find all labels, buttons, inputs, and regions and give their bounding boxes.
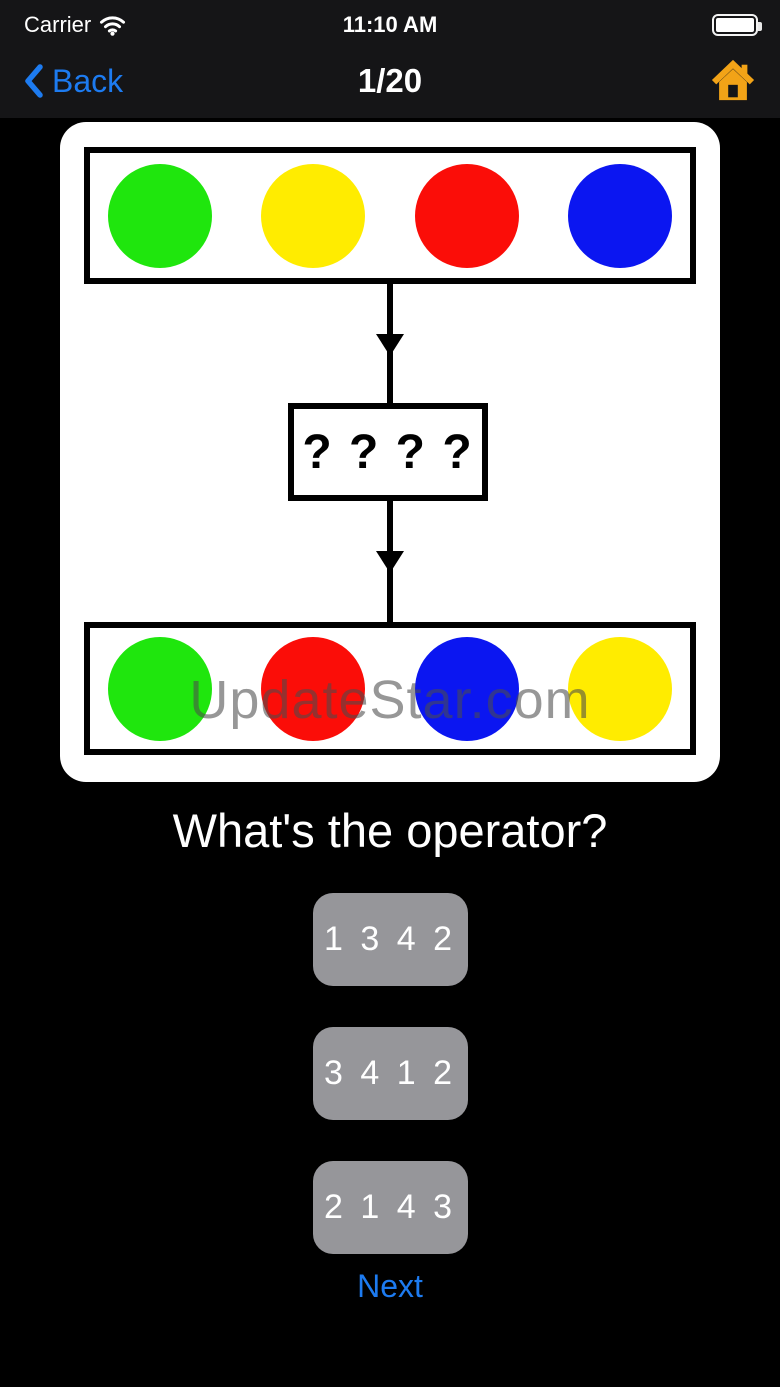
option-button-1[interactable]: 1 3 4 2 bbox=[312, 893, 468, 986]
back-label: Back bbox=[52, 62, 124, 99]
circle-green bbox=[108, 636, 212, 741]
question-text: What's the operator? bbox=[172, 804, 608, 857]
back-button[interactable]: Back bbox=[24, 62, 123, 100]
carrier-label: Carrier bbox=[24, 12, 92, 37]
circle-red bbox=[261, 636, 366, 741]
option-button-3[interactable]: 2 1 4 3 bbox=[312, 1161, 468, 1254]
circle-blue bbox=[414, 636, 519, 741]
battery-fill bbox=[716, 18, 754, 32]
clock: 11:10 AM bbox=[342, 12, 438, 37]
nav-bar: Back 1/20 bbox=[0, 44, 780, 118]
status-bar: Carrier 11:10 AM bbox=[0, 0, 780, 44]
arrow-down-icon bbox=[376, 501, 404, 623]
option-button-2[interactable]: 3 4 1 2 bbox=[312, 1027, 468, 1120]
wifi-icon bbox=[100, 15, 126, 36]
output-row-box bbox=[84, 622, 696, 755]
chevron-left-icon bbox=[25, 64, 43, 98]
battery-nub bbox=[758, 22, 762, 31]
circle-green bbox=[108, 163, 212, 268]
operator-box: ? ? ? ? bbox=[288, 403, 488, 501]
home-button[interactable] bbox=[710, 56, 756, 106]
carrier-group: Carrier bbox=[24, 12, 126, 38]
puzzle-card: ? ? ? ? UpdateStar.com bbox=[60, 122, 720, 782]
battery-icon bbox=[712, 14, 762, 36]
arrow-down-icon bbox=[376, 284, 404, 403]
circle-yellow bbox=[567, 636, 672, 741]
operator-label: ? ? ? ? bbox=[302, 425, 474, 479]
input-row-box bbox=[84, 147, 696, 284]
circle-red bbox=[414, 163, 519, 268]
next-button[interactable]: Next bbox=[357, 1268, 423, 1304]
answer-options: 1 3 4 2 3 4 1 2 2 1 4 3 bbox=[0, 893, 780, 1254]
top-bars: Carrier 11:10 AM Back 1/2 bbox=[0, 0, 780, 118]
home-icon bbox=[711, 59, 755, 101]
circle-yellow bbox=[261, 163, 366, 268]
circle-blue bbox=[567, 163, 672, 268]
page-title: 1/20 bbox=[357, 62, 423, 99]
